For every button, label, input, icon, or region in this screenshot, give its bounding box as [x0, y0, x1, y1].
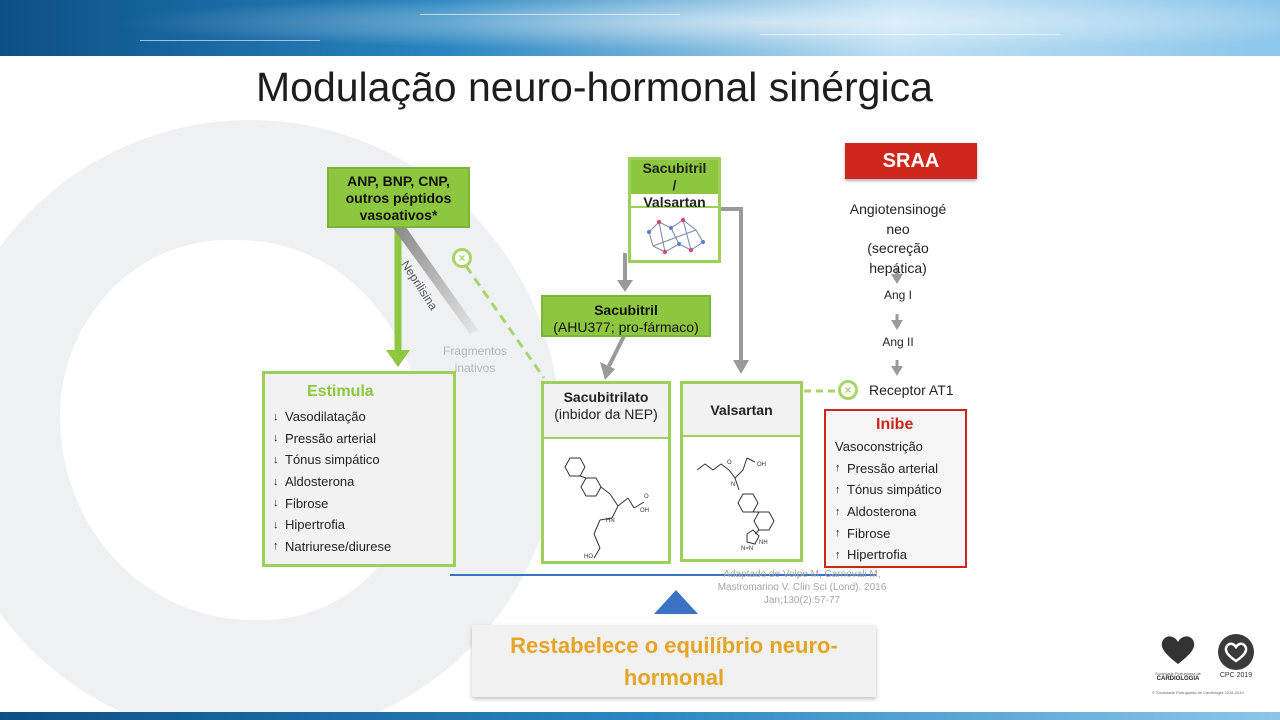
- cpc-heart-logo-icon: [1224, 642, 1248, 663]
- list-item-label: Vasoconstrição: [835, 439, 923, 455]
- reference-caption: Adaptado de Volpe M, Carnovali M, Mastro…: [717, 569, 887, 606]
- up-arrow-icon: ↑: [835, 527, 841, 540]
- valsartan-structure-icon: O N OH NH N=N: [696, 457, 775, 552]
- sacubitril-valsartan-box: Sacubitril / Valsartan: [628, 157, 721, 263]
- angiotensinogeneo-label: Angiotensinogé neo (secreção hepática): [849, 201, 947, 276]
- up-arrow-icon: ↑: [835, 505, 841, 518]
- estimula-list: ↓ Vasodilatação ↓ Pressão arterial ↓ Tónus si…: [273, 406, 453, 557]
- list-item: ↑ Fibrose: [835, 522, 965, 544]
- list-item-label: Pressão arterial: [847, 460, 939, 476]
- svg-text:NH: NH: [759, 540, 768, 546]
- up-arrow-icon: ↑: [835, 483, 841, 496]
- sraa-badge: SRAA: [845, 143, 977, 179]
- block-x-icon: ×: [838, 380, 858, 400]
- sacubitrilat-structure-icon: OH HN HO O: [564, 457, 649, 560]
- inibe-list: Vasoconstrição ↑ Pressão arterial ↑ Tónus si…: [835, 436, 965, 566]
- block-x-icon: ×: [452, 248, 472, 268]
- down-arrow-icon: ↓: [273, 475, 279, 488]
- list-item: ↓ Pressão arterial: [273, 428, 453, 450]
- up-arrow-icon: ↑: [835, 462, 841, 475]
- list-item: ↓ Hipertrofia: [273, 514, 453, 536]
- up-arrow-icon: ↑: [273, 540, 279, 553]
- list-item-label: Tónus simpático: [847, 482, 942, 498]
- estimula-panel: Estimula ↓ Vasodilatação ↓ Pressão arterial…: [262, 371, 456, 567]
- inibe-panel: Inibe Vasoconstrição ↑ Pressão arterial ↑ Tó…: [824, 409, 967, 568]
- list-item-label: Natriurese/diurese: [285, 538, 392, 554]
- slide-title: Modulação neuro-hormonal sinérgica: [256, 64, 933, 110]
- list-item-label: Fibrose: [285, 495, 329, 511]
- svg-text:OH: OH: [640, 508, 649, 514]
- list-item-label: Tónus simpático: [285, 452, 380, 468]
- down-arrow-icon: ↓: [273, 453, 279, 466]
- molecule-complex-icon: [647, 217, 705, 255]
- peptides-box: ANP, BNP, CNP, outros péptidos vasoativo…: [327, 167, 470, 228]
- down-arrow-icon: ↓: [273, 410, 279, 423]
- ang-ii-label: Ang II: [882, 335, 914, 349]
- svg-text:HO: HO: [584, 554, 593, 560]
- copyright-note: © Sociedade Portuguesa de Cardiologia 20…: [1152, 690, 1244, 695]
- list-item: ↓ Tónus simpático: [273, 449, 453, 471]
- svg-text:N: N: [731, 482, 735, 488]
- spc-heart-logo-icon: [1161, 636, 1195, 664]
- list-item-label: Fibrose: [847, 525, 891, 541]
- valsartan-panel: Valsartan O N OH NH N=N: [680, 381, 803, 562]
- svg-text:HN: HN: [606, 518, 615, 524]
- svg-text:OH: OH: [757, 462, 766, 468]
- list-item: ↓ Vasodilatação: [273, 406, 453, 428]
- ang-i-label: Ang I: [883, 288, 913, 302]
- sacubitril-box: Sacubitril (AHU377; pro-fármaco): [541, 295, 711, 337]
- inibe-heading: Inibe: [876, 416, 914, 433]
- list-item-label: Hipertrofia: [847, 547, 907, 563]
- list-item: ↓ Aldosterona: [273, 471, 453, 493]
- header-banner: [0, 0, 1280, 56]
- receptor-at1-label: Receptor AT1: [869, 382, 954, 398]
- list-item: ↑ Tónus simpático: [835, 479, 965, 501]
- down-arrow-icon: ↓: [273, 518, 279, 531]
- list-item: Vasoconstrição: [835, 436, 965, 458]
- list-item-label: Pressão arterial: [285, 430, 377, 446]
- svg-text:O: O: [644, 494, 649, 500]
- spc-logo: Sociedade Portuguesa de CARDIOLOGIA: [1150, 634, 1206, 696]
- restabelece-box: Restabelece o equilíbrio neuro- hormonal: [472, 625, 876, 697]
- svg-text:O: O: [727, 460, 732, 466]
- up-arrow-icon: ↑: [835, 548, 841, 561]
- svg-text:N=N: N=N: [741, 546, 753, 552]
- up-triangle-icon: [654, 590, 698, 614]
- cpc-logo: CPC 2019: [1214, 634, 1258, 686]
- list-item-label: Vasodilatação: [285, 409, 366, 425]
- list-item: ↑ Natriurese/diurese: [273, 536, 453, 558]
- down-arrow-icon: ↓: [273, 432, 279, 445]
- neprilisina-cleavage-arrow: [393, 226, 478, 334]
- fragmentos-label: Fragmentos inativos: [442, 344, 508, 375]
- list-item: ↓ Fibrose: [273, 492, 453, 514]
- list-item-label: Hipertrofia: [285, 517, 345, 533]
- list-item-label: Aldosterona: [285, 474, 355, 490]
- list-item: ↑ Pressão arterial: [835, 458, 965, 480]
- sacubitrilato-panel: Sacubitrilato (inbidor da NEP) OH HN HO …: [541, 381, 671, 564]
- list-item: ↑ Hipertrofia: [835, 544, 965, 566]
- list-item-label: Aldosterona: [847, 504, 917, 520]
- down-arrow-icon: ↓: [273, 497, 279, 510]
- list-item: ↑ Aldosterona: [835, 501, 965, 523]
- footer-banner: [0, 712, 1280, 720]
- estimula-heading: Estimula: [307, 383, 374, 400]
